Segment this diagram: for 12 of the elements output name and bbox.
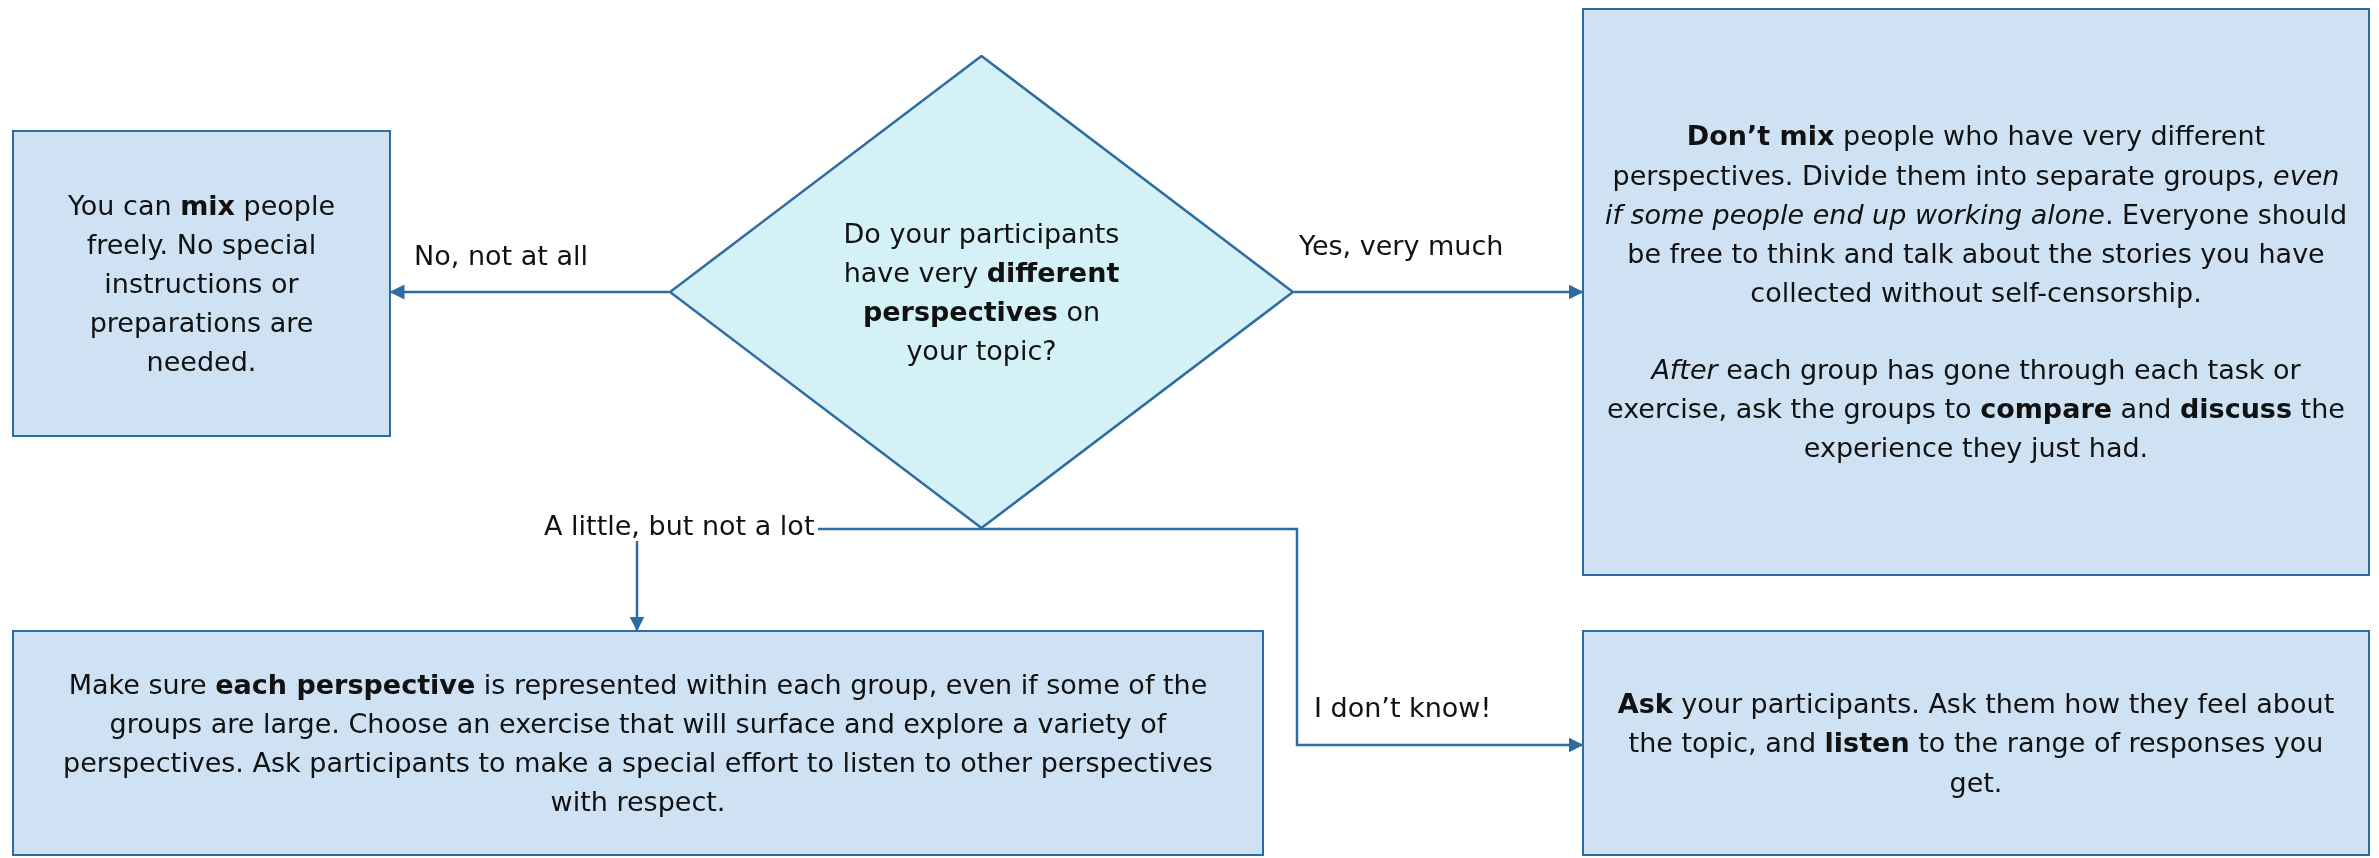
answer-box (1582, 8, 2370, 576)
node-text: Don’t mix people who have very different perspectives. Divide them into separate groups, even if some people end up working alone. Everyone should be free to think and talk about the stories you have collected without self-censorship. (1604, 119, 2348, 310)
node-text: After each group has gone through each task or exercise, ask the groups to compare and discuss the experience they just had. (1606, 353, 2346, 466)
arrow (1294, 284, 1584, 300)
arrow (981, 527, 1584, 753)
answer-box (12, 130, 391, 437)
node-text: Make sure each perspective is represented within each group, even if some of the groups are large. Choose an exercise that will surface and explore a variety of perspectives. Ask participants to make a special effort to listen to other perspectives with respect. (62, 667, 1214, 820)
node-text: You can mix people freely. No special instructions or preparations are needed. (66, 188, 337, 380)
answer-box (12, 630, 1264, 856)
node-text: Ask your participants. Ask them how they feel about the topic, and listen to the range of responses you get. (1616, 687, 2336, 800)
node-text: Do your participants have very different perspectives on your topic? (842, 216, 1121, 369)
answer-box (1582, 630, 2370, 856)
